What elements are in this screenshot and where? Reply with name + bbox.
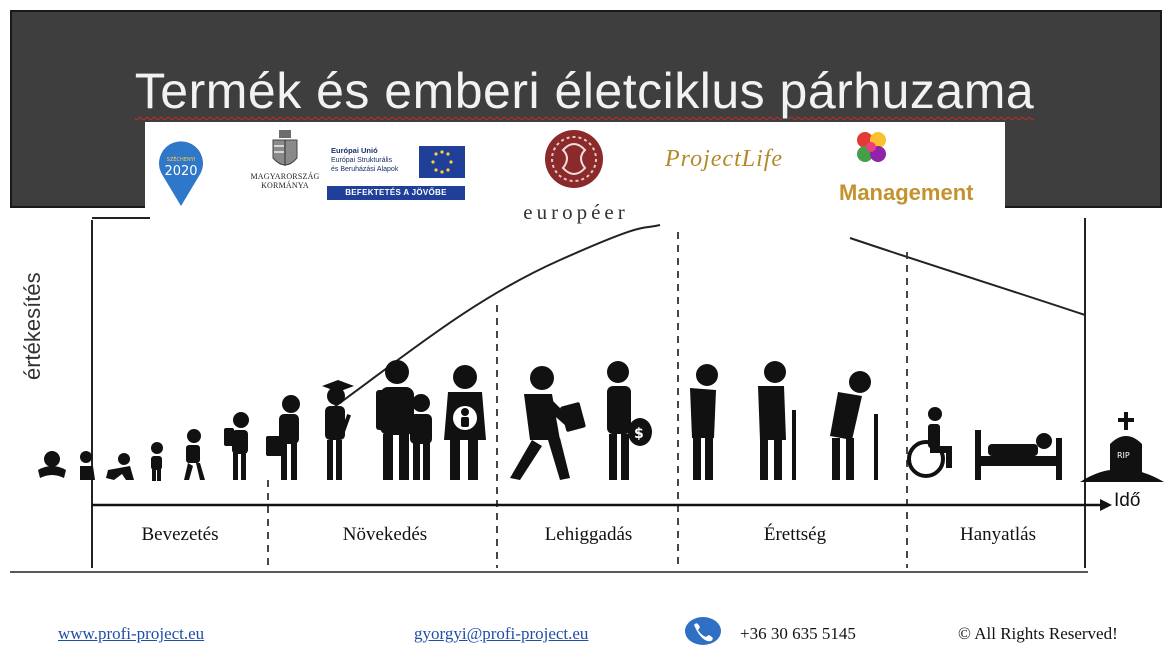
hungarian-crest-icon <box>272 130 298 166</box>
logo-strip: SZÉCHENYI 2020 MAGYARORSZÁG KORMÁNYA Eur… <box>145 122 1005 224</box>
bent-elder-with-cane-figure <box>830 371 878 480</box>
father-with-child-figure <box>376 360 432 480</box>
project-life-script: ProjectLife <box>665 146 784 172</box>
worker-figure <box>510 366 586 480</box>
phase-label-novekedes: Növekedés <box>342 524 428 545</box>
rights-notice: © All Rights Reserved! <box>958 624 1118 643</box>
phase-dividers <box>267 232 908 568</box>
management-wordmark: Management <box>839 180 974 205</box>
phase-label-lehiggadas: Lehiggadás <box>544 524 633 545</box>
grave-figure: RIP <box>1080 412 1164 482</box>
wheelchair-figure <box>907 407 952 478</box>
eu-line-2: Európai Strukturális <box>331 157 393 164</box>
y-axis-label: értékesítés <box>20 272 45 380</box>
elder-with-cane-figure <box>758 361 796 480</box>
time-axis-arrow <box>1100 499 1112 511</box>
website-link[interactable]: www.profi-project.eu <box>58 624 205 643</box>
page-title: Termék és emberi életciklus párhuzama <box>134 63 1035 119</box>
grave-rip-text: RIP <box>1117 451 1130 460</box>
government-logo: MAGYARORSZÁG KORMÁNYA <box>245 130 325 210</box>
phase-label-erettseg: Érettség <box>763 524 827 545</box>
toddler-figure <box>106 453 134 480</box>
teen-figure <box>224 412 249 480</box>
schoolchild-figure <box>184 429 205 480</box>
svg-text:SZÉCHENYI: SZÉCHENYI <box>167 155 195 163</box>
project-life-management-logo: ProjectLife Management <box>665 128 995 212</box>
baby-figure <box>38 451 66 478</box>
businessman-with-money-bag-figure: $ <box>607 361 652 480</box>
eu-banner: BEFEKTETÉS A JÖVŐBE <box>327 186 465 200</box>
phase-label-bevezetes: Bevezetés <box>141 524 219 545</box>
szechenyi-2020-logo: SZÉCHENYI 2020 <box>159 141 203 206</box>
eu-line-3: és Beruházási Alapok <box>331 166 399 173</box>
europeer-emblem-icon <box>545 130 603 188</box>
child-figure <box>151 442 163 481</box>
phone-icon <box>685 617 721 645</box>
government-line-1: MAGYARORSZÁG <box>250 172 320 181</box>
eu-funds-logo: Európai Unió Európai Strukturális és Ber… <box>327 146 469 202</box>
svg-text:2020: 2020 <box>164 164 197 179</box>
europeer-wordmark: européer <box>523 200 629 224</box>
eu-flag-icon <box>419 146 465 178</box>
pregnant-mother-figure <box>444 365 486 480</box>
phone-number: +36 30 635 5145 <box>740 624 856 643</box>
phase-label-hanyatlas: Hanyatlás <box>960 524 1036 545</box>
diagram-frame <box>10 217 1088 573</box>
eu-line-1: Európai Unió <box>331 146 378 155</box>
student-figure <box>266 395 300 480</box>
stooped-adult-figure <box>690 364 718 480</box>
crawler-figure <box>80 451 95 480</box>
flower-icon <box>857 132 886 162</box>
government-line-2: KORMÁNYA <box>261 181 309 190</box>
email-link[interactable]: gyorgyi@profi-project.eu <box>414 624 589 643</box>
svg-text:$: $ <box>634 426 644 442</box>
graduate-figure <box>322 380 354 480</box>
bedridden-figure <box>975 430 1062 480</box>
x-axis-label: Idő <box>1114 490 1141 511</box>
